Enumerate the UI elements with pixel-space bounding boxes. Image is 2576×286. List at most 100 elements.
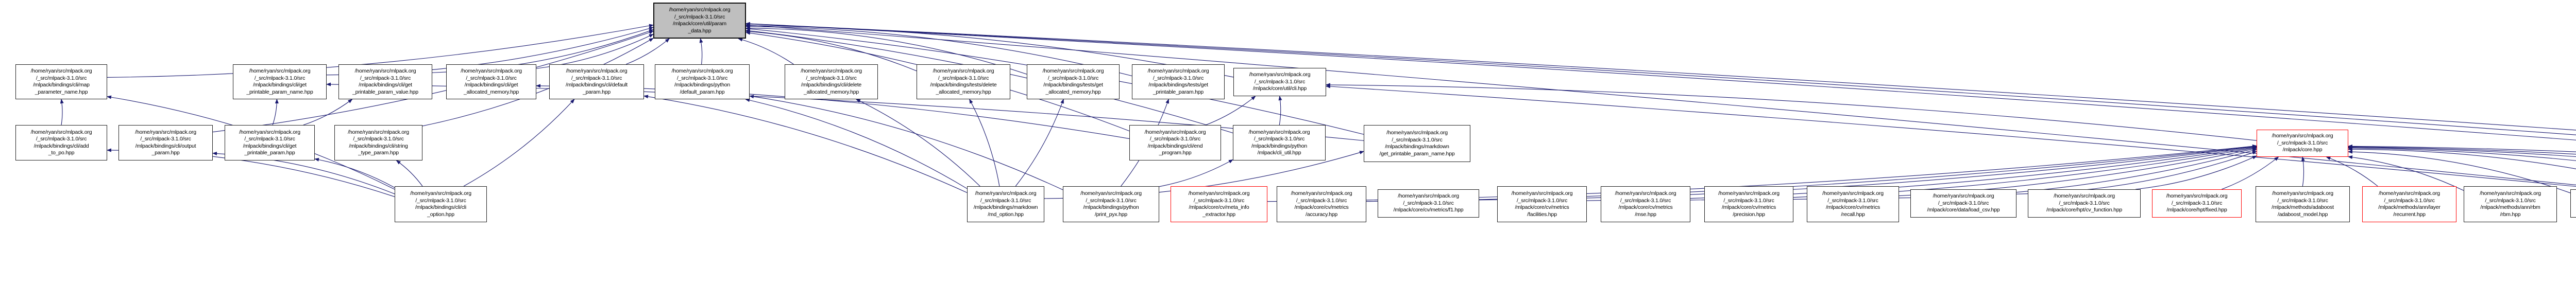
node-label-line: /get_printable_param_name.hpp — [1379, 150, 1455, 157]
node-label-line: /home/ryan/src/mlpack.org — [1822, 190, 1884, 196]
node-label-line: /home/ryan/src/mlpack.org — [566, 68, 628, 74]
edge-ann_test_tools-to-core — [2348, 144, 2576, 152]
graph-node-py_print_pyx[interactable]: /home/ryan/src/mlpack.org/_src/mlpack-3.… — [1063, 186, 1159, 222]
node-label-line: /mlpack/core/hpt/fixed.hpp — [2166, 207, 2227, 213]
node-label-line: _printable_param_name.hpp — [246, 88, 313, 95]
node-label-line: _printable_param.hpp — [244, 150, 295, 156]
graph-node-cli_get_printable_param[interactable]: /home/ryan/src/mlpack.org/_src/mlpack-3.… — [225, 125, 315, 160]
node-label-line: /mse.hpp — [1635, 211, 1656, 218]
node-label-line: _param.hpp — [582, 88, 611, 95]
node-label-line: /mlpack/bindings/cli/end — [1147, 142, 1203, 149]
graph-node-tests_get_printable_param[interactable]: /home/ryan/src/mlpack.org/_src/mlpack-3.… — [1132, 64, 1225, 99]
graph-node-cli_option[interactable]: /home/ryan/src/mlpack.org/_src/mlpack-3.… — [395, 186, 487, 222]
graph-node-precision[interactable]: /home/ryan/src/mlpack.org/_src/mlpack-3.… — [1704, 186, 1793, 222]
graph-node-cli_delete_allocated_memory[interactable]: /home/ryan/src/mlpack.org/_src/mlpack-3.… — [785, 64, 878, 99]
node-label-line: /mlpack/bindings/cli/string — [349, 142, 408, 149]
edge-fixed-to-core — [2221, 156, 2279, 190]
edge-cli_default_param-to-root — [625, 38, 670, 65]
edge-adaboost_model-to-core — [2301, 156, 2305, 187]
node-label-line: /home/ryan/src/mlpack.org — [1615, 190, 1676, 196]
node-label-line: /_src/mlpack-3.1.0/src — [674, 13, 725, 20]
node-label-line: /mlpack/bindings/cli/add — [33, 142, 89, 149]
node-label-line: /home/ryan/src/mlpack.org — [671, 68, 733, 74]
node-label-line: /_src/mlpack-3.1.0/src — [2384, 197, 2435, 204]
node-label-line: /_src/mlpack-3.1.0/src — [360, 75, 411, 81]
node-label-line: _data.hpp — [688, 27, 711, 34]
node-label-line: /mlpack/core/cv/metrics — [1515, 204, 1569, 210]
node-label-line: /home/ryan/src/mlpack.org — [1144, 129, 1206, 135]
graph-node-adaboost_model[interactable]: /home/ryan/src/mlpack.org/_src/mlpack-3.… — [2256, 186, 2350, 222]
edge-py_serialization-to-root — [745, 22, 2576, 131]
graph-node-recall[interactable]: /home/ryan/src/mlpack.org/_src/mlpack-3.… — [1807, 186, 1899, 222]
graph-node-load_csv[interactable]: /home/ryan/src/mlpack.org/_src/mlpack-3.… — [1910, 189, 2016, 218]
node-label-line: /home/ryan/src/mlpack.org — [1718, 190, 1780, 196]
graph-node-rbm[interactable]: /home/ryan/src/mlpack.org/_src/mlpack-3.… — [2464, 186, 2557, 222]
node-label-line: /mlpack/bindings/python — [1251, 142, 1308, 149]
graph-node-md_option[interactable]: /home/ryan/src/mlpack.org/_src/mlpack-3.… — [967, 186, 1044, 222]
edge-md_option-to-tests_delete_allocated_memory — [969, 99, 1000, 187]
graph-node-cli_get_printable_param_name[interactable]: /home/ryan/src/mlpack.org/_src/mlpack-3.… — [233, 64, 327, 99]
graph-node-py_cli_util[interactable]: /home/ryan/src/mlpack.org/_src/mlpack-3.… — [1233, 125, 1326, 160]
node-label-line: /mlpack/methods/ann/rbm — [2480, 204, 2540, 210]
edge-tests_delete_allocated_memory-to-root — [745, 29, 917, 72]
node-label-line: /_src/mlpack-3.1.0/src — [1153, 75, 1204, 81]
node-label-line: _type_param.hpp — [358, 150, 399, 156]
node-label-line: /home/ryan/src/mlpack.org — [975, 190, 1037, 196]
node-label-line: /_src/mlpack-3.1.0/src — [1296, 197, 1347, 204]
graph-node-cli_end_program[interactable]: /home/ryan/src/mlpack.org/_src/mlpack-3.… — [1129, 125, 1221, 160]
graph-node-py_default_param[interactable]: /home/ryan/src/mlpack.org/_src/mlpack-3.… — [655, 64, 750, 99]
graph-node-cv_function[interactable]: /home/ryan/src/mlpack.org/_src/mlpack-3.… — [2028, 189, 2141, 218]
graph-node-mse[interactable]: /home/ryan/src/mlpack.org/_src/mlpack-3.… — [1601, 186, 1690, 222]
node-label-line: /_src/mlpack-3.1.0/src — [1620, 197, 1671, 204]
node-label-line: /mlpack/core/util/cli.hpp — [1252, 85, 1307, 92]
node-label-line: /mlpack/bindings/cli/delete — [801, 82, 862, 88]
node-label-line: /md_option.hpp — [988, 211, 1024, 218]
graph-node-cli_map_parameter_name[interactable]: /home/ryan/src/mlpack.org/_src/mlpack-3.… — [15, 64, 107, 99]
node-label-line: _allocated_memory.hpp — [803, 88, 859, 95]
graph-node-cli_output_param[interactable]: /home/ryan/src/mlpack.org/_src/mlpack-3.… — [118, 125, 213, 160]
graph-node-tests_get_allocated_memory[interactable]: /home/ryan/src/mlpack.org/_src/mlpack-3.… — [1027, 64, 1120, 99]
node-label-line: /_src/mlpack-3.1.0/src — [1827, 197, 1878, 204]
node-label-line: /home/ryan/src/mlpack.org — [2480, 190, 2541, 196]
node-label-line: /mlpack/bindings/tests/delete — [930, 82, 997, 88]
node-label-line: /mlpack/bindings/cli/map — [33, 82, 90, 88]
node-label-line: /mlpack/bindings/cli/cli — [415, 204, 467, 210]
graph-node-fixed[interactable]: /home/ryan/src/mlpack.org/_src/mlpack-3.… — [2152, 189, 2242, 218]
edge-md_option-to-py_default_param — [745, 98, 968, 189]
graph-node-md_get_printable_param_name[interactable]: /home/ryan/src/mlpack.org/_src/mlpack-3.… — [1364, 125, 1470, 162]
node-label-line: /home/ryan/src/mlpack.org — [239, 129, 300, 135]
node-label-line: /mlpack/core/cv/metrics — [1618, 204, 1673, 210]
node-label-line: /_src/mlpack-3.1.0/src — [1392, 136, 1443, 143]
graph-node-cli_get_printable_param_value[interactable]: /home/ryan/src/mlpack.org/_src/mlpack-3.… — [338, 64, 432, 99]
edge-cli_string_type_param-to-root — [422, 38, 654, 127]
node-label-line: /mlpack/core/util/param — [673, 21, 726, 27]
node-label-line: /_src/mlpack-3.1.0/src — [2277, 139, 2328, 146]
graph-node-cf_model[interactable]: /home/ryan/src/mlpack.org/_src/mlpack-3.… — [2570, 189, 2576, 218]
node-label-line: /mlpack/bindings/cli/default — [566, 82, 628, 88]
edge-acrobot-to-core — [2348, 145, 2576, 155]
edge-md_option-to-tests_get_allocated_memory — [1015, 99, 1064, 187]
graph-node-accuracy[interactable]: /home/ryan/src/mlpack.org/_src/mlpack-3.… — [1277, 186, 1366, 222]
node-label-line: /_src/mlpack-3.1.0/src — [2059, 200, 2110, 206]
graph-node-cli_string_type_param[interactable]: /home/ryan/src/mlpack.org/_src/mlpack-3.… — [334, 125, 422, 160]
edge-py_default_param-to-root — [699, 38, 703, 65]
edge-cli_option-to-cli_string_type_param — [396, 160, 423, 187]
graph-node-f1[interactable]: /home/ryan/src/mlpack.org/_src/mlpack-3.… — [1378, 189, 1479, 218]
node-label-line: /precision.hpp — [1733, 211, 1765, 218]
node-label-line: /home/ryan/src/mlpack.org — [461, 68, 522, 74]
graph-node-cli_get_allocated_memory[interactable]: /home/ryan/src/mlpack.org/_src/mlpack-3.… — [446, 64, 536, 99]
graph-node-util_cli[interactable]: /home/ryan/src/mlpack.org/_src/mlpack-3.… — [1233, 68, 1326, 96]
graph-node-tests_delete_allocated_memory[interactable]: /home/ryan/src/mlpack.org/_src/mlpack-3.… — [917, 64, 1010, 99]
graph-node-cli_default_param[interactable]: /home/ryan/src/mlpack.org/_src/mlpack-3.… — [549, 64, 644, 99]
node-label-line: /home/ryan/src/mlpack.org — [348, 129, 409, 135]
node-label-line: _param.hpp — [151, 150, 180, 156]
node-label-line: /mlpack/core/cv/metrics/f1.hpp — [1393, 207, 1464, 213]
graph-node-cli_add_to_po[interactable]: /home/ryan/src/mlpack.org/_src/mlpack-3.… — [15, 125, 107, 160]
node-label-line: /rbm.hpp — [2500, 211, 2521, 218]
graph-node-facilities[interactable]: /home/ryan/src/mlpack.org/_src/mlpack-3.… — [1497, 186, 1587, 222]
graph-node-core[interactable]: /home/ryan/src/mlpack.org/_src/mlpack-3.… — [2257, 130, 2348, 157]
graph-node-recurrent[interactable]: /home/ryan/src/mlpack.org/_src/mlpack-3.… — [2362, 186, 2456, 222]
node-label-line: /_src/mlpack-3.1.0/src — [980, 197, 1031, 204]
graph-node-meta_info_extractor[interactable]: /home/ryan/src/mlpack.org/_src/mlpack-3.… — [1171, 186, 1267, 222]
